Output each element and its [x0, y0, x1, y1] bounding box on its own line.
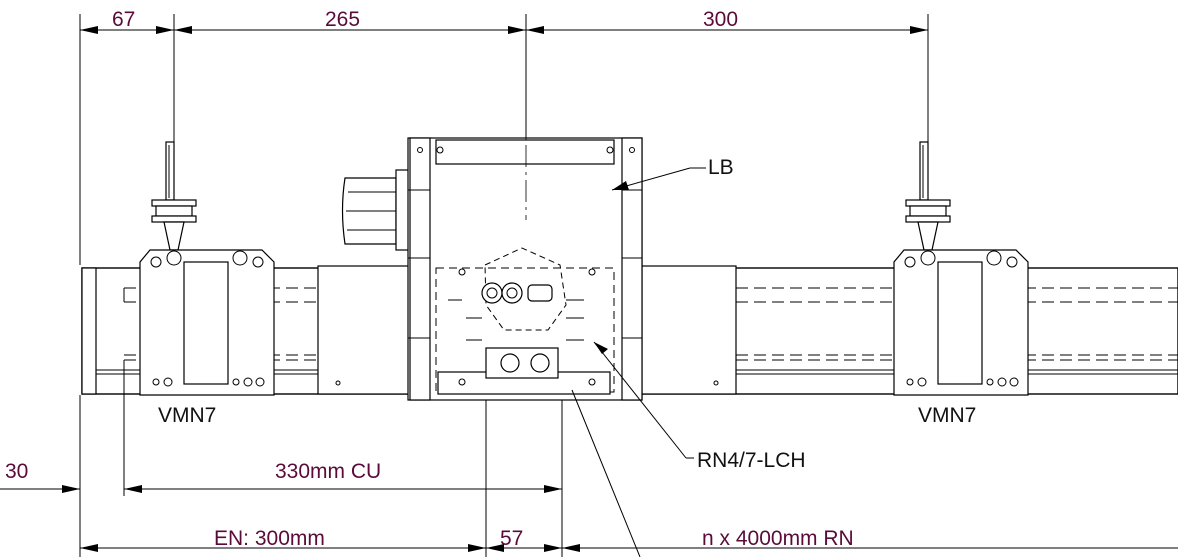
dimension-265: 265 [325, 8, 360, 31]
bottom-dimension-chains [0, 360, 1178, 557]
hanger-vmn7-left [139, 141, 275, 396]
label-rn4-7-lch: RN4/7-LCH [697, 449, 806, 472]
dimension-n-x-4000mm-rn: n x 4000mm RN [702, 527, 854, 550]
hanger-vmn7-right [893, 141, 1029, 396]
dimension-en-300mm: EN: 300mm [214, 527, 325, 550]
label-vmn7-left: VMN7 [158, 404, 216, 427]
label-vmn7-right: VMN7 [918, 404, 976, 427]
label-lb: LB [708, 156, 734, 179]
dimension-57: 57 [500, 527, 523, 550]
dimension-300: 300 [703, 8, 738, 31]
leader-lines [571, 167, 706, 557]
dimension-330mm-cu: 330mm CU [275, 460, 381, 483]
dimension-30: 30 [5, 460, 28, 483]
dimension-67: 67 [112, 8, 135, 31]
connector-plate-rn4-7-lch [435, 247, 615, 395]
